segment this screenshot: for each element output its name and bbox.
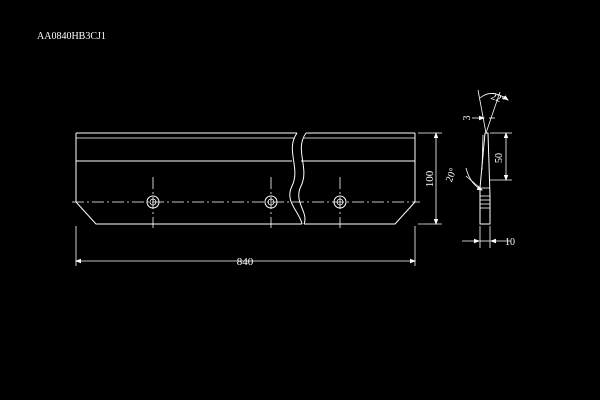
bevel-depth-dimension: 50 [490,132,512,181]
mounting-hole [264,177,278,228]
bevel-angle-dimension: 20° [444,167,483,191]
front-view [72,132,420,228]
top-angle-dimension: 22° [477,89,509,134]
bevel-angle-label: 20° [444,167,459,184]
part-number-label: AA0840HB3CJ1 [37,31,106,42]
height-dimension: 100 [418,132,442,225]
edge-thickness-dimension: 3 [462,116,495,121]
length-dimension-label: 840 [237,256,254,268]
bevel-depth-label: 50 [494,153,505,163]
edge-thickness-label: 3 [462,116,473,121]
length-dimension: 840 [75,226,416,268]
break-line-left [289,132,303,225]
thickness-label: 10 [505,237,515,248]
break-line-right [298,132,307,225]
thickness-dimension: 10 [462,226,515,248]
height-dimension-label: 100 [424,170,436,187]
top-angle-label: 22° [489,91,506,106]
mounting-hole [333,177,347,228]
mounting-hole [146,177,160,228]
side-view: 22° 3 50 20° 10 [444,89,515,248]
